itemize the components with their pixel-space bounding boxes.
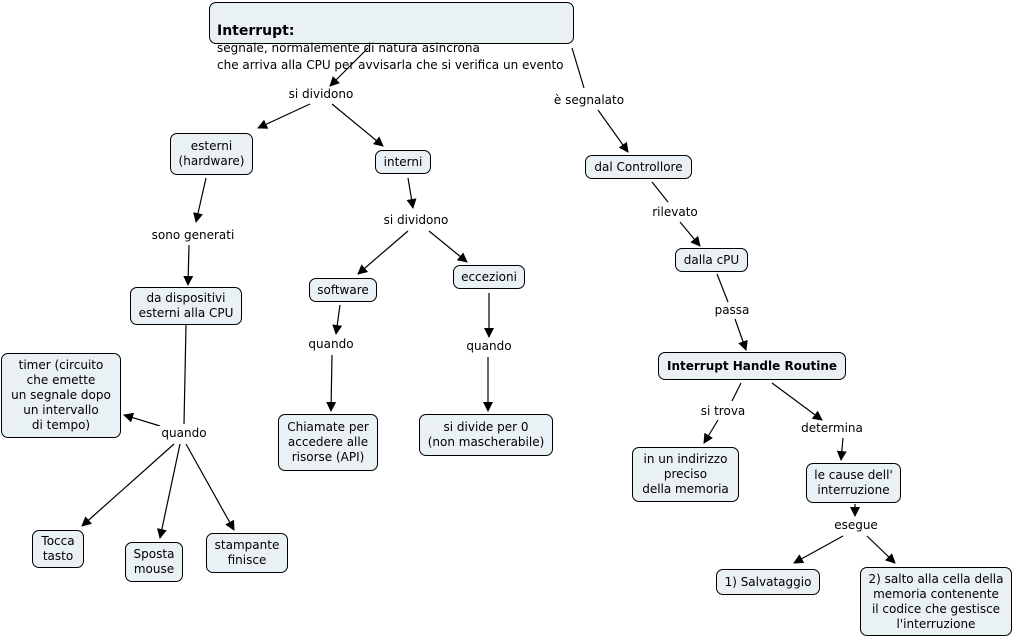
link-quando-eccezioni: quando [462,339,516,354]
link-quando-software: quando [305,337,357,352]
tocca-tasto-node: Tocca tasto [32,530,84,568]
stampante-finisce-node: stampante finisce [206,533,288,573]
salto-memoria-node: 2) salto alla cella della memoria conten… [860,567,1012,636]
link-si-dividono-1: si dividono [285,87,357,102]
cause-interruzione-node: le cause dell' interruzione [806,463,901,503]
eccezioni-node: eccezioni [453,265,525,289]
link-si-trova: si trova [697,404,749,419]
link-rilevato: rilevato [648,205,702,220]
esterni-node: esterni (hardware) [170,133,253,175]
link-passa: passa [711,303,753,318]
link-esegue: esegue [831,518,881,533]
interni-node: interni [375,150,431,174]
software-node: software [309,278,377,302]
interrupt-definition-node: Interrupt: segnale, normalemente di natu… [209,2,574,72]
interrupt-title: Interrupt: [217,23,295,39]
interrupt-handle-routine-node: Interrupt Handle Routine [658,352,846,380]
chiamate-node: Chiamate per accedere alle risorse (API) [278,414,378,471]
indirizzo-memoria-node: in un indirizzo preciso della memoria [632,447,739,502]
link-determina: determina [797,421,867,436]
dalla-cpu-node: dalla cPU [675,248,748,272]
da-dispositivi-node: da dispositivi esterni alla CPU [130,287,242,325]
link-si-dividono-2: si dividono [380,213,452,228]
divide-zero-node: si divide per 0 (non mascherabile) [419,414,553,456]
link-quando-esterni: quando [158,426,210,441]
salvataggio-node: 1) Salvataggio [716,569,820,595]
link-e-segnalato: è segnalato [550,93,628,108]
interrupt-description: segnale, normalemente di natura asincron… [217,41,564,72]
link-sono-generati: sono generati [145,228,241,243]
timer-node: timer (circuito che emette un segnale do… [1,353,121,438]
dal-controllore-node: dal Controllore [585,155,692,179]
sposta-mouse-node: Sposta mouse [125,542,183,582]
